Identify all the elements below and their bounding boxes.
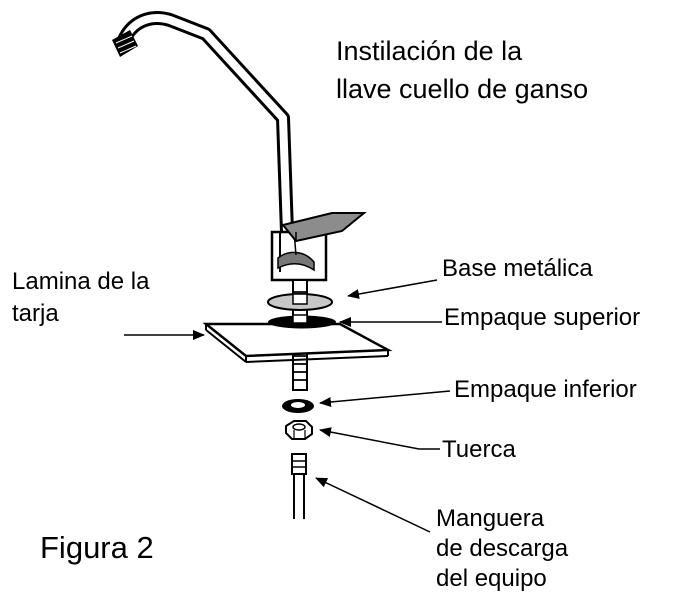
label-sink-plate-line-1: Lamina de la xyxy=(12,268,150,295)
spout-aerator xyxy=(112,30,138,57)
label-metal-base: Base metálica xyxy=(442,255,593,282)
label-lower-gasket: Empaque inferior xyxy=(454,376,637,403)
label-nut: Tuerca xyxy=(442,436,516,463)
figure-caption: Figura 2 xyxy=(40,530,154,565)
label-upper-gasket: Empaque superior xyxy=(444,304,641,331)
label-sink-plate-line-2: tarja xyxy=(12,300,59,327)
title-line-1: Instilación de la xyxy=(336,36,523,66)
discharge-hose xyxy=(291,453,307,519)
arrow-hose xyxy=(315,477,431,533)
gooseneck-spout xyxy=(117,11,294,239)
lower-gasket xyxy=(282,399,314,413)
leader-arrows xyxy=(124,279,451,533)
title-line-2: llave cuello de ganso xyxy=(336,74,589,104)
hex-nut xyxy=(285,420,313,440)
label-hose-line-3: del equipo xyxy=(436,565,547,592)
arrow-nut xyxy=(319,427,440,450)
arrow-lower-gasket xyxy=(319,390,451,407)
label-hose-line-2: de descarga xyxy=(436,535,569,562)
arrow-metal-base xyxy=(347,279,438,299)
label-hose-line-1: Manguera xyxy=(436,505,545,532)
lever-handle xyxy=(281,212,367,243)
